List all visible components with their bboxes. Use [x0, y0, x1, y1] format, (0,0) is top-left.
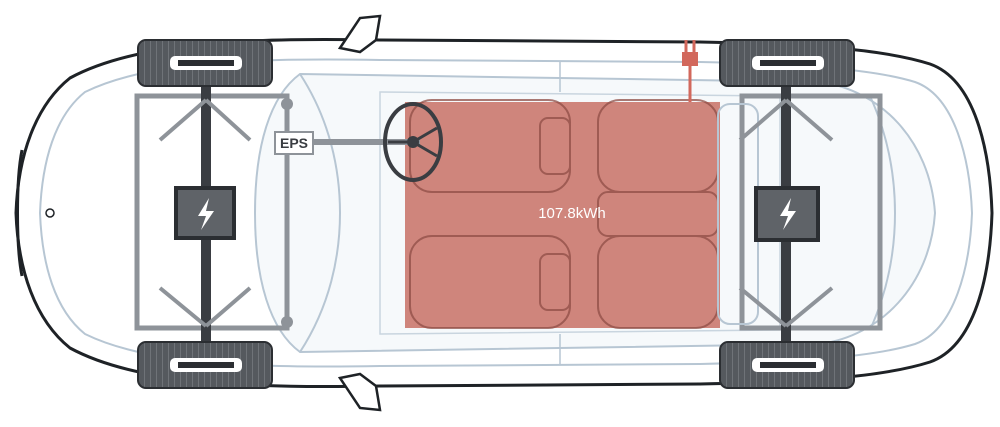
wheel-rear-left	[719, 39, 855, 87]
front-badge	[45, 208, 55, 218]
battery-capacity-label: 107.8kWh	[538, 205, 606, 222]
lightning-bolt-icon	[780, 198, 796, 230]
steering-wheel-icon	[383, 102, 443, 182]
mirror-bottom	[337, 372, 382, 412]
mirror-top	[337, 14, 382, 54]
front-motor	[174, 186, 236, 240]
wheel-front-left	[137, 39, 273, 87]
wheel-rear-right	[719, 341, 855, 389]
battery-pack	[405, 102, 720, 328]
lightning-bolt-icon	[198, 198, 214, 230]
power-plug-icon	[682, 40, 698, 102]
eps-label: EPS	[280, 135, 308, 151]
wheel-front-right	[137, 341, 273, 389]
